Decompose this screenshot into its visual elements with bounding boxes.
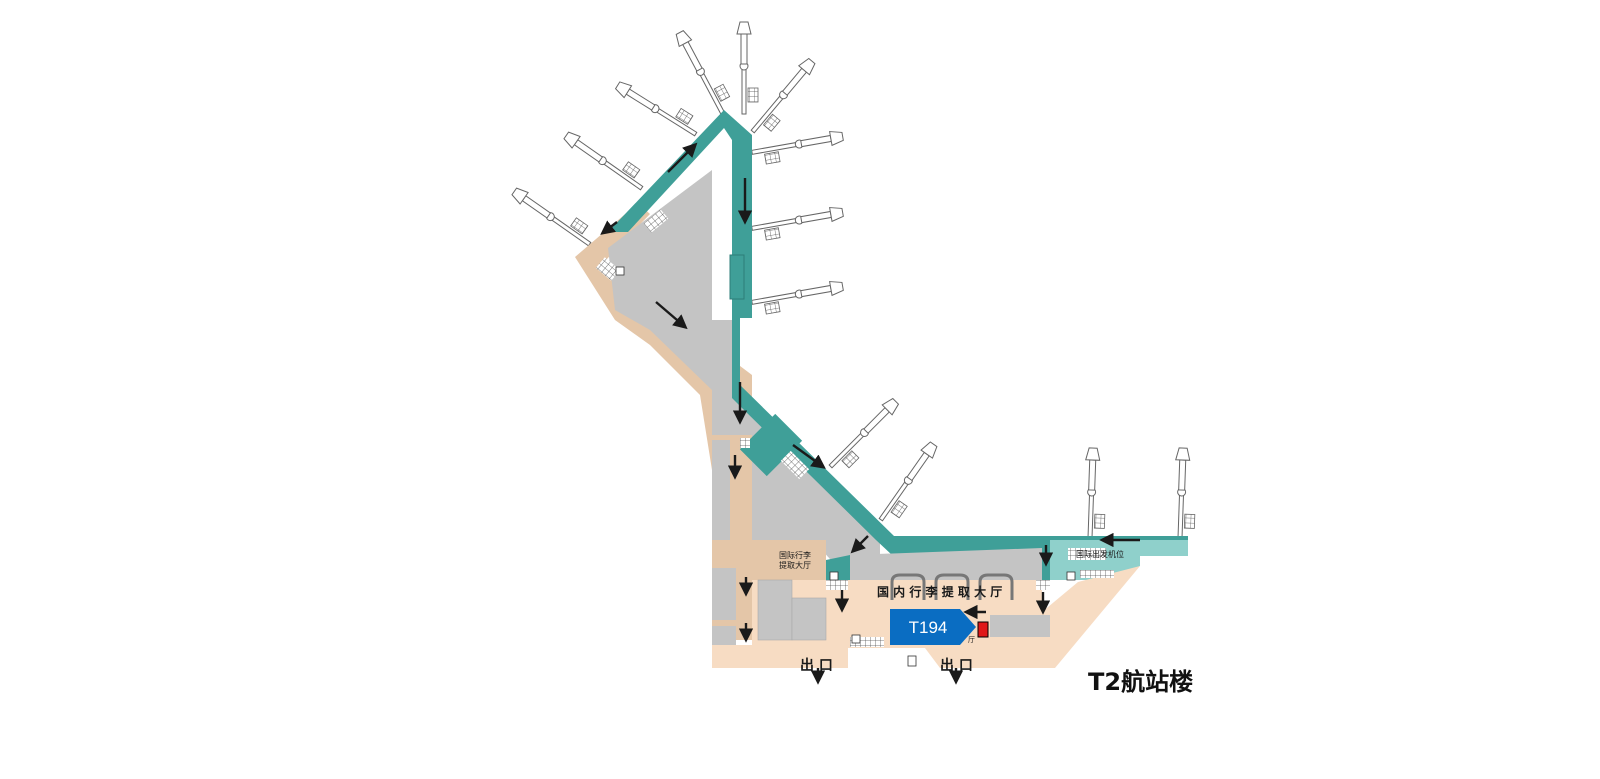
baggage-carousel-icon	[934, 573, 970, 600]
exit-right-label: 出 口	[940, 657, 973, 674]
boarding-bridge-icon	[750, 204, 846, 243]
flow-arrow-icon	[600, 220, 618, 235]
escalator-icon	[826, 580, 848, 590]
domestic-baggage-hall-label: 国 内 行 李 提 取 大 厅	[877, 584, 1002, 599]
hall-small-label: 厅	[968, 636, 975, 644]
intl-baggage-hall-label: 提取大厅	[779, 560, 811, 570]
escalator-icon	[595, 257, 621, 281]
boarding-bridge-icon	[825, 395, 907, 477]
boarding-bridge-icon	[1082, 447, 1108, 541]
boarding-bridge-icon	[746, 56, 824, 142]
baggage-carousel-icon	[978, 573, 1014, 600]
escalator-icon	[1080, 570, 1114, 578]
gray-block	[712, 626, 736, 648]
boarding-bridge-icon	[561, 123, 651, 195]
flow-arrow-icon	[655, 301, 688, 330]
flow-arrow-icon	[667, 142, 698, 173]
domestic-gate-hall	[850, 548, 1042, 580]
escalator-icon	[1036, 580, 1050, 590]
escalator-icon	[850, 637, 884, 647]
intl-baggage-hall	[752, 540, 826, 580]
intl-baggage-hall-label: 国际行李	[779, 550, 811, 560]
pier-hall-gray	[608, 170, 880, 590]
gate-lounge-teal	[739, 413, 803, 477]
location-marker-icon	[890, 609, 976, 645]
flow-arrows	[600, 142, 1140, 685]
location-marker: T194	[890, 609, 989, 645]
escalator-icon	[780, 450, 810, 480]
escalators	[595, 209, 1114, 647]
gray-room	[791, 597, 827, 641]
boarding-bridge-icon	[673, 25, 736, 118]
flow-arrow-icon	[850, 535, 869, 554]
flow-arrow-icon	[792, 444, 826, 469]
elevator-icon	[907, 655, 917, 667]
baggage-carousels	[890, 573, 1014, 600]
elevators	[615, 266, 1076, 667]
marker-red-pin	[977, 621, 989, 638]
escalator-icon	[740, 438, 750, 448]
elevator-icon	[615, 266, 625, 276]
boarding-bridge-icon	[874, 439, 946, 529]
boarding-bridge-icon	[750, 278, 846, 317]
boarding-bridge-icon	[509, 179, 599, 251]
escalator-icon	[643, 209, 669, 233]
location-marker-label: T194	[909, 618, 948, 637]
boarding-bridge-icon	[613, 72, 704, 141]
gray-room	[757, 579, 793, 641]
exit-left-label: 出 口	[800, 657, 833, 674]
boarding-bridge-icon	[1172, 447, 1198, 541]
boarding-bridge-icon	[750, 128, 846, 167]
building-title: T2航站楼	[1088, 668, 1193, 696]
elevator-icon	[829, 571, 839, 581]
gray-block	[712, 440, 730, 540]
boarding-bridge-icon	[736, 21, 759, 115]
elevator-icon	[1066, 571, 1076, 581]
gray-room	[990, 615, 1050, 637]
gray-block	[712, 568, 736, 620]
escalator-icon	[1068, 548, 1106, 560]
elevator-icon	[851, 634, 861, 644]
baggage-carousel-icon	[890, 573, 926, 600]
escalator-icon	[729, 254, 745, 300]
intl-departure-gates-label: 国际出发机位	[1076, 549, 1124, 559]
